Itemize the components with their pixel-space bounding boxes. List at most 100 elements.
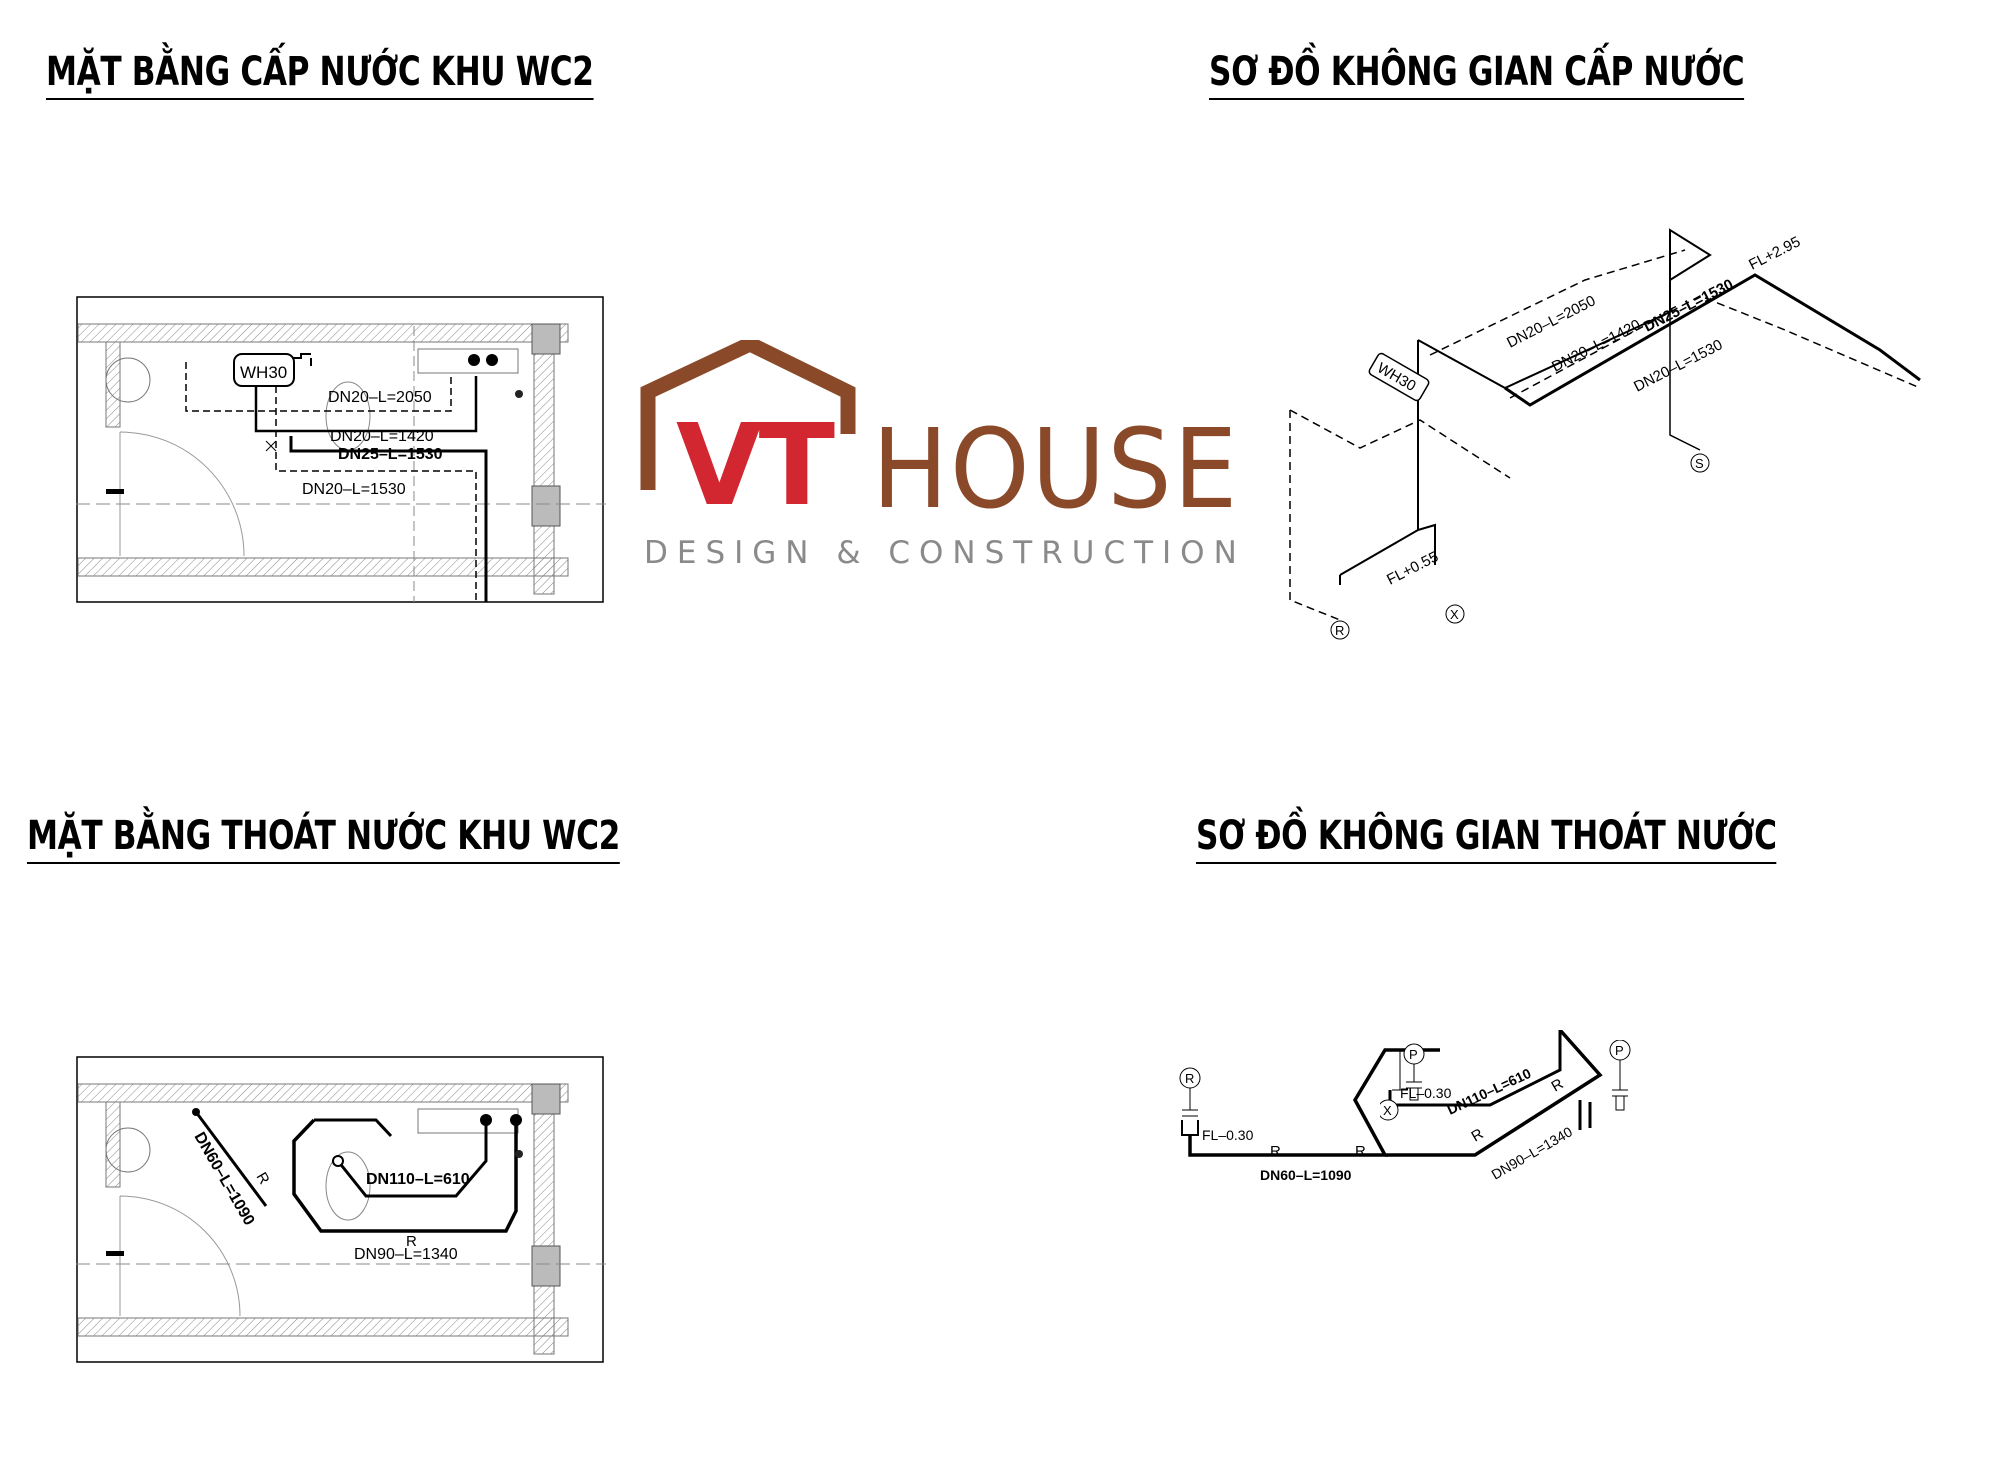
pipe-label-1530-iso: DN25–L=1530 xyxy=(1641,276,1736,336)
drain-plan-drawing: DN60–L=1090 DN110–L=610 DN90–L=1340 R R xyxy=(76,1056,606,1363)
pipe-label-1530: DN25–L=1530 xyxy=(338,446,443,463)
column xyxy=(531,323,561,355)
pipe-cold-main xyxy=(1289,409,1511,479)
tag-s-circle xyxy=(1690,453,1710,473)
logo-tagline: DESIGN & CONSTRUCTION xyxy=(644,535,1246,571)
pipe-label-2050: DN20–L=2050 xyxy=(328,389,432,406)
drop-s xyxy=(1669,312,1701,451)
pipe-2050-line xyxy=(1429,249,1686,356)
pipe-1090-line xyxy=(194,1111,268,1207)
drop-x xyxy=(1392,1050,1408,1091)
logo-mark: VT xyxy=(676,401,835,531)
right-wall xyxy=(533,323,555,595)
tag-r: R xyxy=(1335,623,1344,638)
pipe-1530b-line xyxy=(1509,295,1921,399)
door-swing xyxy=(119,1195,241,1317)
left-wall xyxy=(105,1101,121,1188)
heater-label: WH30 xyxy=(240,363,287,382)
bottom-wall xyxy=(77,1317,569,1337)
level-2: FL–0.30 xyxy=(1400,1085,1452,1101)
supply-plan-title: MẶT BẰNG CẤP NƯỚC KHU WC2 xyxy=(46,48,594,100)
riser-top xyxy=(1669,228,1712,312)
frame xyxy=(76,296,604,603)
basin xyxy=(105,1127,151,1173)
stack xyxy=(1578,1100,1592,1130)
right-wall xyxy=(533,1083,555,1355)
top-wall xyxy=(77,323,569,343)
tag-p1: P xyxy=(1409,1047,1418,1062)
supply-plan-drawing: WH30 DN20–L=2050 DN20–L=1420 DN25–L=1530… xyxy=(76,296,606,603)
level-1: FL–0.30 xyxy=(1202,1127,1254,1143)
tag-x-circle xyxy=(1445,604,1465,624)
tag-r: R xyxy=(1185,1071,1194,1086)
mark-r1: R xyxy=(253,1170,273,1188)
shower-area xyxy=(417,348,519,374)
toilet xyxy=(325,1151,371,1221)
floor-drain-2 xyxy=(515,1150,523,1158)
pipe-610-line xyxy=(1420,1030,1562,1107)
door-swing xyxy=(119,431,245,557)
drain-iso-title: SƠ ĐỒ KHÔNG GIAN THOÁT NƯỚC xyxy=(1196,812,1777,864)
supply-iso-drawing: WH30 DN20–L=2050 DN20–L=1420 DN25–L=1530… xyxy=(1289,228,1921,640)
logo: VT HOUSE DESIGN & CONSTRUCTION xyxy=(640,340,1260,580)
top-wall xyxy=(77,1083,569,1103)
level-low: FL+0.55 xyxy=(1384,548,1441,588)
level-top: FL+2.95 xyxy=(1746,233,1803,273)
valve-symbol xyxy=(265,440,277,452)
tag-x: X xyxy=(1450,607,1459,622)
shower-drain xyxy=(480,1114,492,1126)
pipe-2050 xyxy=(185,362,452,412)
pipe-label-1340: DN90–L=1340 xyxy=(354,1246,458,1263)
door-mark xyxy=(106,1251,124,1256)
trap-r xyxy=(1182,1088,1198,1117)
supply-iso-title: SƠ ĐỒ KHÔNG GIAN CẤP NƯỚC xyxy=(1209,48,1745,100)
toilet-drain xyxy=(332,1155,344,1167)
tag-p2: P xyxy=(1615,1043,1624,1058)
pipe-1340-line xyxy=(292,1118,518,1233)
shower-area xyxy=(417,1108,519,1134)
pipe-label-610: DN110–L=610 xyxy=(366,1171,470,1188)
pipe-label-1530b: DN20–L=1530 xyxy=(302,481,406,498)
pipe-label-1420: DN20–L=1420 xyxy=(330,428,434,445)
pipe-1340-line xyxy=(1385,1030,1603,1157)
pipe-1530-main xyxy=(289,436,488,602)
tag-r-circle xyxy=(1330,620,1350,640)
pipe-1090-line xyxy=(1188,1048,1440,1157)
house-roof-icon xyxy=(640,340,856,490)
drain-iso-vents: P X P xyxy=(1380,1040,1631,1130)
tag-x: X xyxy=(1383,1103,1392,1118)
left-wall xyxy=(105,341,121,428)
tag-s: S xyxy=(1695,456,1704,471)
valve-2 xyxy=(486,354,498,366)
water-heater-iso xyxy=(1368,352,1430,402)
pipe-top xyxy=(314,1118,393,1138)
fitting-r xyxy=(1181,1120,1199,1136)
water-heater xyxy=(233,353,295,387)
drain-plan-title: MẶT BẰNG THOÁT NƯỚC KHU WC2 xyxy=(27,812,620,864)
vent-p2 xyxy=(1612,1060,1628,1111)
vent-p1 xyxy=(1406,1064,1422,1101)
pipe-1420 xyxy=(254,376,478,433)
basin xyxy=(105,357,151,403)
mark-r2: R xyxy=(1355,1143,1366,1160)
pipe-610-line xyxy=(336,1124,488,1198)
column-2 xyxy=(531,1245,561,1287)
bottom-wall xyxy=(77,557,569,577)
column-2 xyxy=(531,485,561,527)
pipe-low xyxy=(1339,523,1436,576)
pipe-label-1530b-iso: DN20–L=1530 xyxy=(1631,336,1725,395)
pipe-1530-line xyxy=(1504,273,1921,407)
drop-r-line xyxy=(1289,410,1341,621)
tag-x-circle xyxy=(1380,1099,1399,1121)
column xyxy=(531,1083,561,1115)
drain-iso-drawing: R FL–0.30 DN60–L=1090 R R FL–0.30 DN110–… xyxy=(1179,1030,1603,1183)
valve-1 xyxy=(468,354,480,366)
frame xyxy=(76,1056,604,1363)
pipe-label-1090: DN60–L=1090 xyxy=(1260,1167,1352,1183)
floor-drain xyxy=(515,390,523,398)
floor-drain xyxy=(510,1114,522,1126)
door-mark xyxy=(106,489,124,494)
mark-r2: R xyxy=(406,1233,417,1250)
logo-name: HOUSE xyxy=(872,405,1240,533)
mark-r1: R xyxy=(1270,1143,1281,1160)
